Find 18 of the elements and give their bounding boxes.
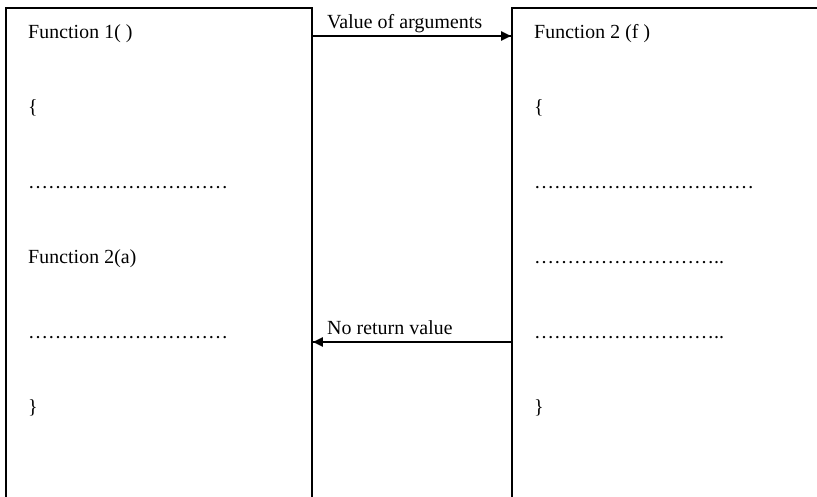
code-line: } [28,395,38,419]
edge-label: Value of arguments [327,10,484,35]
code-line: …………………………… [534,170,754,194]
code-line: Function 1( ) [28,20,132,44]
function-box [511,7,817,497]
code-line: } [534,395,544,419]
arrow [313,337,511,347]
arrow [313,31,511,41]
edge-label: No return value [327,316,454,341]
code-line: ………………………… [28,170,228,194]
code-line: ………………………… [28,320,228,344]
code-line: ……………………….. [534,245,724,269]
code-line: { [534,95,544,119]
code-line: Function 2 (f ) [534,20,650,44]
code-line: Function 2(a) [28,245,136,269]
function-box [5,7,313,497]
code-line: ……………………….. [534,320,724,344]
code-line: { [28,95,38,119]
